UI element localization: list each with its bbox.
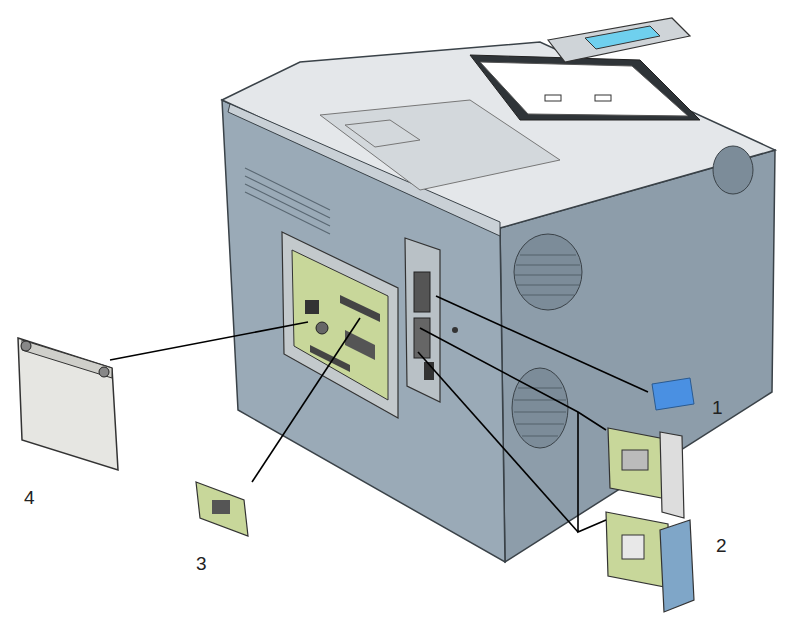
- tray-stopper: [345, 120, 420, 147]
- interface-slot: [414, 272, 430, 312]
- screw-hole: [452, 327, 458, 333]
- output-slot: [470, 55, 700, 120]
- chip: [212, 500, 230, 514]
- vent-grille: [512, 368, 568, 448]
- printer-top-face: [222, 42, 775, 228]
- interface-slot: [414, 318, 430, 358]
- sd-card-module: [652, 378, 694, 410]
- tray-roller: [595, 95, 611, 101]
- display-screen: [585, 26, 660, 49]
- screw: [99, 367, 109, 377]
- board-bracket: [660, 520, 694, 612]
- memory-card: [196, 482, 248, 536]
- slot-connector: [340, 295, 380, 322]
- board-panel: [282, 232, 398, 418]
- hard-disk-edge: [22, 340, 112, 378]
- callout-number: 3: [196, 554, 207, 573]
- callout-number: 1: [712, 398, 723, 417]
- tray-roller: [545, 95, 561, 101]
- slot-connector: [310, 345, 350, 372]
- chip: [622, 450, 648, 470]
- screw: [21, 341, 31, 351]
- board-bracket: [660, 432, 684, 518]
- vent-grille: [514, 234, 582, 310]
- leader-lines: [110, 296, 648, 532]
- chip: [305, 300, 319, 314]
- control-panel: [548, 18, 690, 62]
- vent-grille: [713, 146, 753, 194]
- hard-disk: [18, 338, 118, 470]
- output-tray: [320, 100, 560, 190]
- interface-panel: [405, 238, 440, 402]
- callout-number: 4: [24, 488, 35, 507]
- output-slot-inner: [480, 62, 688, 116]
- chip: [622, 535, 644, 559]
- screw: [316, 322, 328, 334]
- controller-board: [292, 250, 388, 400]
- callout-number: 2: [716, 536, 727, 555]
